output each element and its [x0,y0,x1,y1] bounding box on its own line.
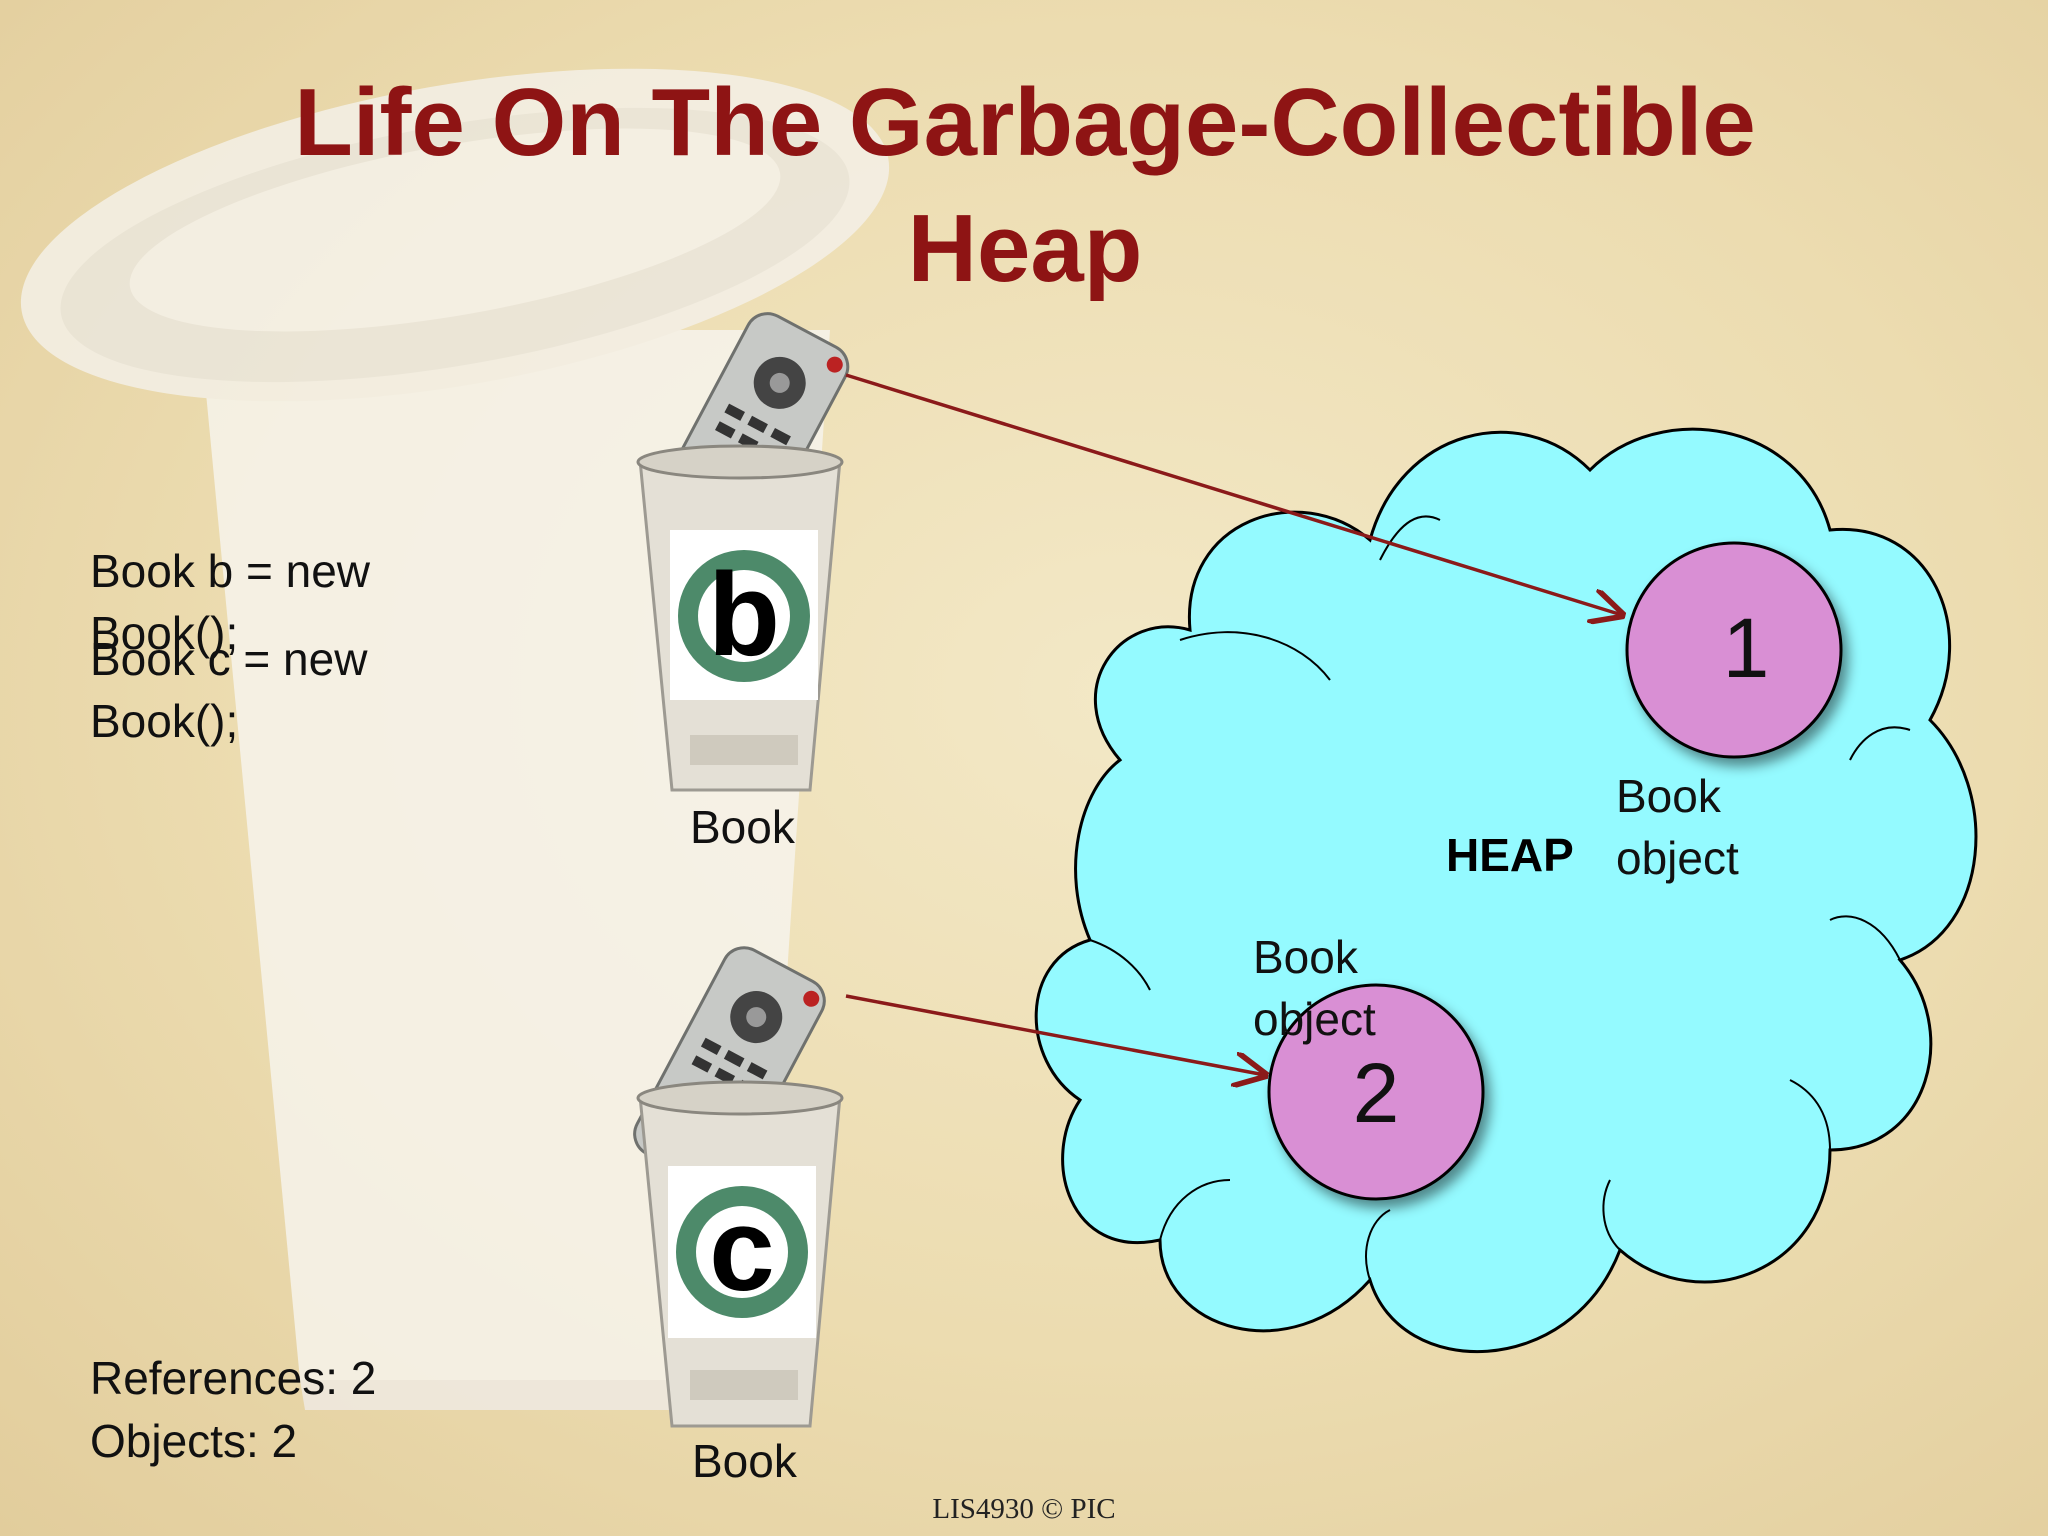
code-line-3: Book c = new [90,633,368,685]
book-object-1-circle [1625,541,1843,759]
slide-title: Life On The Garbage-Collectible Heap [180,60,1870,312]
slide-footer: LIS4930 © PIC [932,1493,1116,1525]
reference-arrow-b [845,373,1622,615]
book-object-1-label-line1: Book [1616,770,1721,822]
book-object-2-label: Book object [1253,926,1473,1050]
heap-cloud [1034,427,1978,1354]
slide-title-line2: Heap [907,195,1143,302]
objects-count: Objects: 2 [90,1415,298,1467]
heap-label: HEAP [1446,829,1574,881]
stats-block: References: 2 Objects: 2 [90,1347,376,1473]
reference-arrow-c [845,994,1265,1075]
references-count: References: 2 [90,1352,377,1404]
cup-c-caption: Book [692,1435,797,1487]
book-object-2-circle [1267,983,1485,1201]
book-object-1-label-line2: object [1616,832,1739,884]
book-object-1-number: 1 [1723,601,1770,695]
code-line-4: Book(); [90,695,239,747]
book-object-1-label: Book object [1616,765,1836,889]
slide-title-line1: Life On The Garbage-Collectible [294,69,1756,176]
book-object-2-label-line2: object [1253,993,1376,1045]
cup-b-caption: Book [690,801,795,853]
cup-c-illustration [633,946,844,1428]
code-line-1: Book b = new [90,545,371,597]
cup-b-illustration [636,312,850,792]
book-object-2-number: 2 [1353,1046,1400,1140]
cup-c-letter: c [709,1184,775,1316]
code-line-2: Book(); [90,607,239,659]
cup-b-letter: b [708,549,780,681]
book-object-2-label-line1: Book [1253,931,1358,983]
